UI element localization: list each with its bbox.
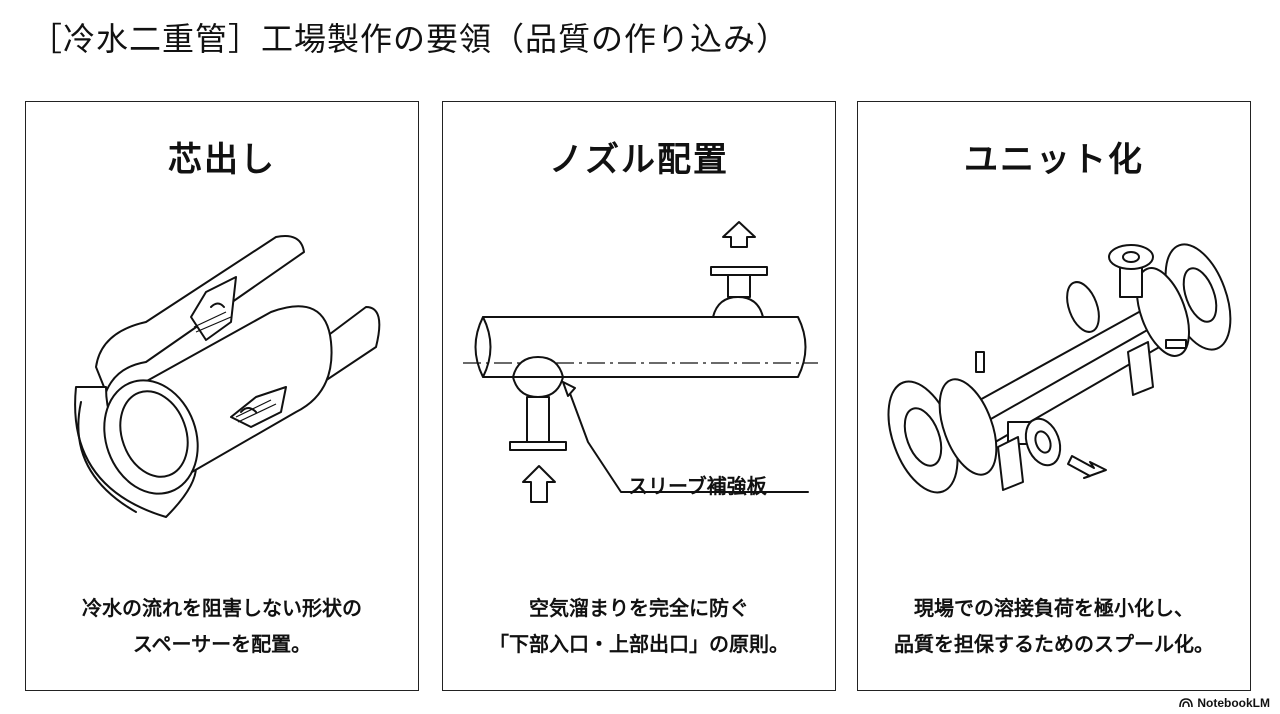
notebooklm-footer: NotebookLM [1179, 696, 1270, 710]
double-pipe-spacer-illustration [74, 235, 381, 518]
panel-nozzle-arrangement: ノズル配置 スリーブ補強板 空気溜まりを完全に防ぐ 「下部入口・上部出口」の原則… [442, 101, 836, 691]
panel-unitization: ユニット化 現場での溶接負荷を極小化し、 品質を担保するためのスプール化。 [857, 101, 1251, 691]
notebooklm-logo-icon [1179, 698, 1194, 708]
page-title: ［冷水二重管］工場製作の要領（品質の作り込み） [30, 20, 790, 58]
panel-centering: 芯出し 冷水の流れを阻害しない形状の スペーサーを配置。 [25, 101, 419, 691]
panel-heading: ノズル配置 [549, 140, 729, 180]
panel-caption: 空気溜まりを完全に防ぐ 「下部入口・上部出口」の原則。 [489, 596, 789, 656]
spool-unit-illustration [887, 243, 1232, 494]
sleeve-reinforcement-label: スリーブ補強板 [628, 474, 767, 498]
nozzle-layout-illustration [463, 221, 818, 503]
brand-label: NotebookLM [1197, 696, 1270, 710]
panel-heading: ユニット化 [964, 140, 1144, 180]
panel-heading: 芯出し [168, 140, 276, 180]
panel-caption: 冷水の流れを阻害しない形状の スペーサーを配置。 [82, 596, 362, 656]
panel-caption: 現場での溶接負荷を極小化し、 品質を担保するためのスプール化。 [894, 596, 1214, 656]
